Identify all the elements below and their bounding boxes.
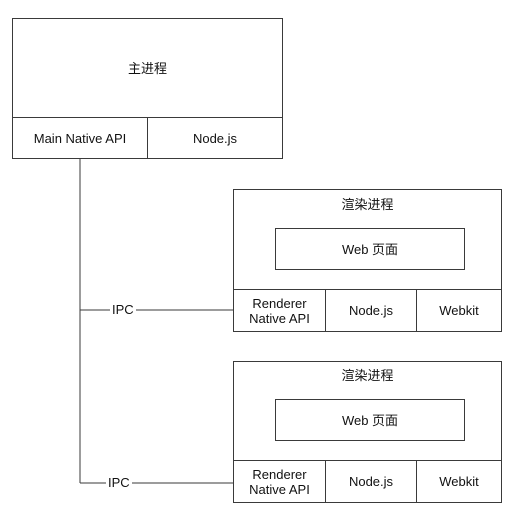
renderer-nodejs-cell — [325, 460, 417, 503]
renderer-nodejs-cell — [325, 289, 417, 332]
renderer-nodejs-label: Node.js — [348, 474, 394, 489]
renderer-native-api-cell — [233, 289, 326, 332]
main-nodejs-label: Node.js — [192, 130, 238, 146]
main-native-api-label: Main Native API — [33, 130, 127, 146]
main-nodejs-cell — [147, 117, 283, 159]
renderer-webkit-cell — [416, 289, 502, 332]
web-page-label: Web 页面 — [341, 241, 399, 257]
renderer-native-api-label: Renderer Native API — [249, 466, 310, 497]
web-page-box — [275, 228, 465, 270]
renderer-process-title: 渲染进程 — [341, 196, 394, 212]
renderer-native-api-label: Renderer Native API — [249, 295, 310, 326]
renderer-nodejs-label: Node.js — [348, 303, 394, 318]
renderer-native-api-cell — [233, 460, 326, 503]
web-page-box — [275, 399, 465, 441]
main-process-title: 主进程 — [127, 60, 167, 76]
renderer-process-title: 渲染进程 — [341, 367, 394, 383]
main-native-api-cell — [12, 117, 148, 159]
renderer-webkit-label: Webkit — [439, 474, 479, 489]
ipc-label: IPC — [110, 302, 136, 317]
ipc-label: IPC — [106, 475, 132, 490]
web-page-label: Web 页面 — [341, 412, 399, 428]
renderer-webkit-label: Webkit — [439, 303, 479, 318]
renderer-webkit-cell — [416, 460, 502, 503]
